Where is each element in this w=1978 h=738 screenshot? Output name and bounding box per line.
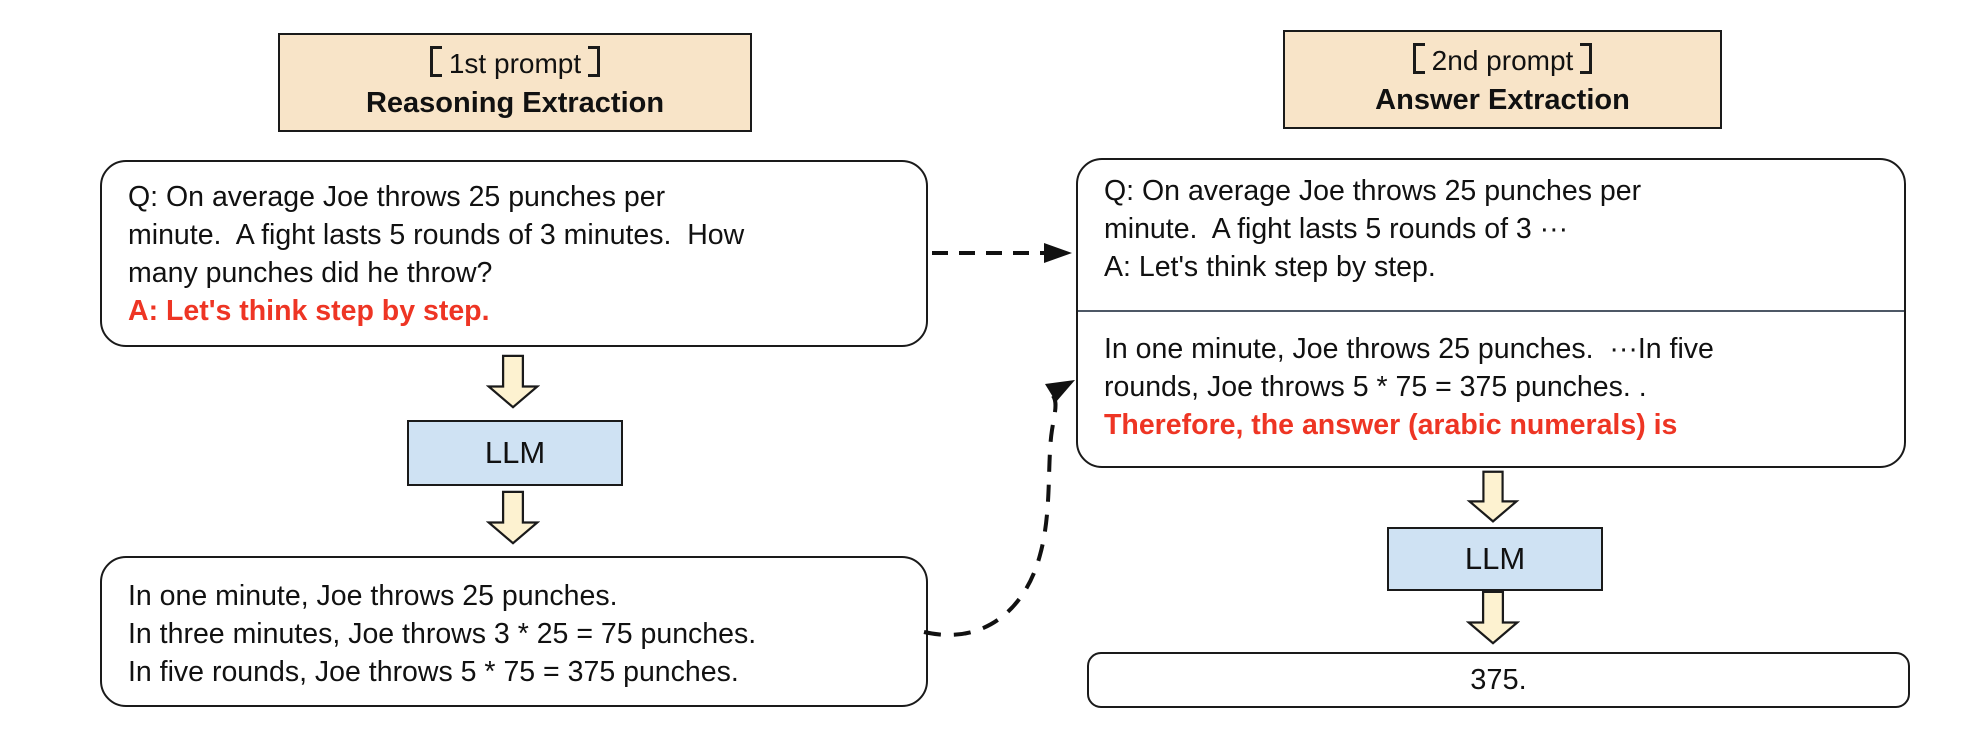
second-prompt-header-subtitle: Answer Extraction <box>1375 83 1630 116</box>
reasoning-step: In three minutes, Joe throws 3 * 25 = 75… <box>128 618 757 650</box>
prompt-reasoning-section: In one minute, Joe throws 25 punches. ··… <box>1104 330 1878 444</box>
question-line: many punches did he throw? <box>128 257 493 289</box>
final-answer-text: 375. <box>1470 663 1527 696</box>
right-lenticular-bracket-icon <box>1580 42 1593 74</box>
block-arrow-down-icon <box>1466 590 1520 646</box>
llm-box-right: LLM <box>1387 527 1603 591</box>
reasoning-output-box: In one minute, Joe throws 25 punches. In… <box>100 556 928 707</box>
llm-label: LLM <box>1464 541 1526 576</box>
answer-trigger-text: Therefore, the answer (arabic numerals) … <box>1104 409 1678 441</box>
llm-box-left: LLM <box>407 420 623 486</box>
second-prompt-header: 2nd prompt Answer Extraction <box>1283 30 1722 129</box>
block-arrow-down-icon <box>1466 470 1520 524</box>
context-line: Q: On average Joe throws 25 punches per <box>1104 175 1642 207</box>
first-prompt-header-subtitle: Reasoning Extraction <box>365 86 665 119</box>
reasoning-trigger-text: A: Let's think step by step. <box>128 295 490 327</box>
left-lenticular-bracket-icon <box>1412 42 1425 74</box>
reasoning-line: In one minute, Joe throws 25 punches. ··… <box>1104 333 1714 365</box>
first-prompt-header: 1st prompt Reasoning Extraction <box>278 33 752 132</box>
reasoning-line: rounds, Joe throws 5 * 75 = 375 punches.… <box>1104 371 1647 403</box>
question-line: minute. A fight lasts 5 rounds of 3 minu… <box>128 219 745 251</box>
reasoning-step: In five rounds, Joe throws 5 * 75 = 375 … <box>128 656 739 688</box>
block-arrow-down-icon <box>486 353 540 411</box>
final-answer-box: 375. <box>1087 652 1910 708</box>
right-lenticular-bracket-icon <box>588 45 601 77</box>
prompt-context-section: Q: On average Joe throws 25 punches per … <box>1104 172 1878 286</box>
dashed-arrow-question-to-answer-prompt <box>932 243 1072 263</box>
prompt-section-divider <box>1078 310 1904 312</box>
reasoning-step: In one minute, Joe throws 25 punches. <box>128 580 618 612</box>
context-line: A: Let's think step by step. <box>1104 251 1436 283</box>
block-arrow-down-icon <box>486 489 540 547</box>
llm-label: LLM <box>484 435 546 470</box>
left-lenticular-bracket-icon <box>429 45 442 77</box>
context-line: minute. A fight lasts 5 rounds of 3 ··· <box>1104 213 1569 245</box>
question-line: Q: On average Joe throws 25 punches per <box>128 181 666 213</box>
answer-prompt-box: Q: On average Joe throws 25 punches per … <box>1076 158 1906 468</box>
first-prompt-header-title: 1st prompt <box>429 44 601 84</box>
second-prompt-header-title: 2nd prompt <box>1412 41 1593 81</box>
question-box: Q: On average Joe throws 25 punches per … <box>100 160 928 347</box>
dashed-arrow-reasoning-to-answer-prompt <box>923 380 1075 637</box>
